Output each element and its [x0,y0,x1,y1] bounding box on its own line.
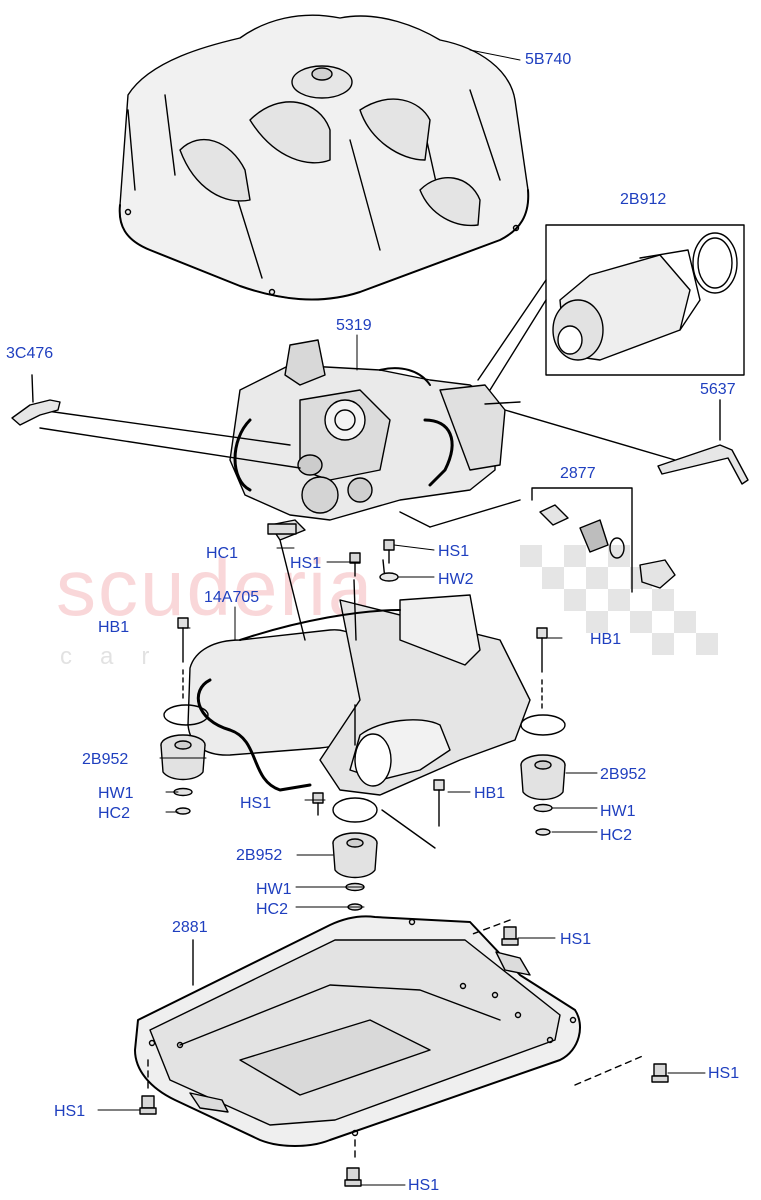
callout-hc1[interactable]: HC1 [206,545,239,562]
callout-hc2-a[interactable]: HC2 [98,805,131,822]
callout-2881[interactable]: 2881 [172,919,208,936]
watermark-brand: scuderia [56,543,375,632]
callout-hs1-a[interactable]: HS1 [290,555,322,572]
callout-2b912[interactable]: 2B912 [620,191,667,208]
callout-5637[interactable]: 5637 [700,381,736,398]
callout-2877[interactable]: 2877 [560,465,596,482]
compressor-5319 [39,339,676,521]
callout-hb1-c[interactable]: HB1 [474,785,506,802]
callout-hw1-b[interactable]: HW1 [600,803,636,820]
callout-hs1-b[interactable]: HS1 [438,543,470,560]
mount-2b952-right [520,754,566,836]
mount-2b952-left [160,734,206,815]
callout-hc2-c[interactable]: HC2 [256,901,289,918]
callout-2b952-c[interactable]: 2B952 [236,847,283,864]
washer-hw2 [379,572,399,582]
callout-hs1-f[interactable]: HS1 [54,1103,86,1120]
tool-5637 [657,399,749,485]
flag-watermark [520,545,718,655]
callout-2b952-b[interactable]: 2B952 [600,766,647,783]
leader-lines [147,919,646,1163]
callout-5319[interactable]: 5319 [336,317,372,334]
callout-hs1-e[interactable]: HS1 [708,1065,740,1082]
callout-hw1-c[interactable]: HW1 [256,881,292,898]
bolt-hb1-left [177,617,189,701]
callout-hb1-b[interactable]: HB1 [590,631,622,648]
mount-2b952-center [332,832,378,911]
callout-hs1-c[interactable]: HS1 [240,795,272,812]
bolt-hb1-center [433,779,445,827]
callout-hb1-a[interactable]: HB1 [98,619,130,636]
callout-hw2[interactable]: HW2 [438,571,474,588]
clip-hc1 [267,523,297,535]
callout-5b740[interactable]: 5B740 [525,51,572,68]
callout-3c476[interactable]: 3C476 [6,345,54,362]
callout-2b952-a[interactable]: 2B952 [82,751,129,768]
fitting-3c476 [11,374,61,426]
screw-hs1-group [139,539,669,1187]
callout-hc2-b[interactable]: HC2 [600,827,633,844]
callout-hs1-g[interactable]: HS1 [408,1177,440,1194]
bolt-hb1-right [536,627,548,713]
tray-2881 [134,915,581,1147]
detail-box-2b912 [477,224,745,391]
callout-hw1-a[interactable]: HW1 [98,785,134,802]
callout-14a705[interactable]: 14A705 [204,589,260,606]
callout-leaders [97,49,706,1186]
cover-5b740 [118,14,530,301]
kit-2877 [399,487,676,593]
frame-14a705 [163,519,566,849]
callout-hs1-d[interactable]: HS1 [560,931,592,948]
